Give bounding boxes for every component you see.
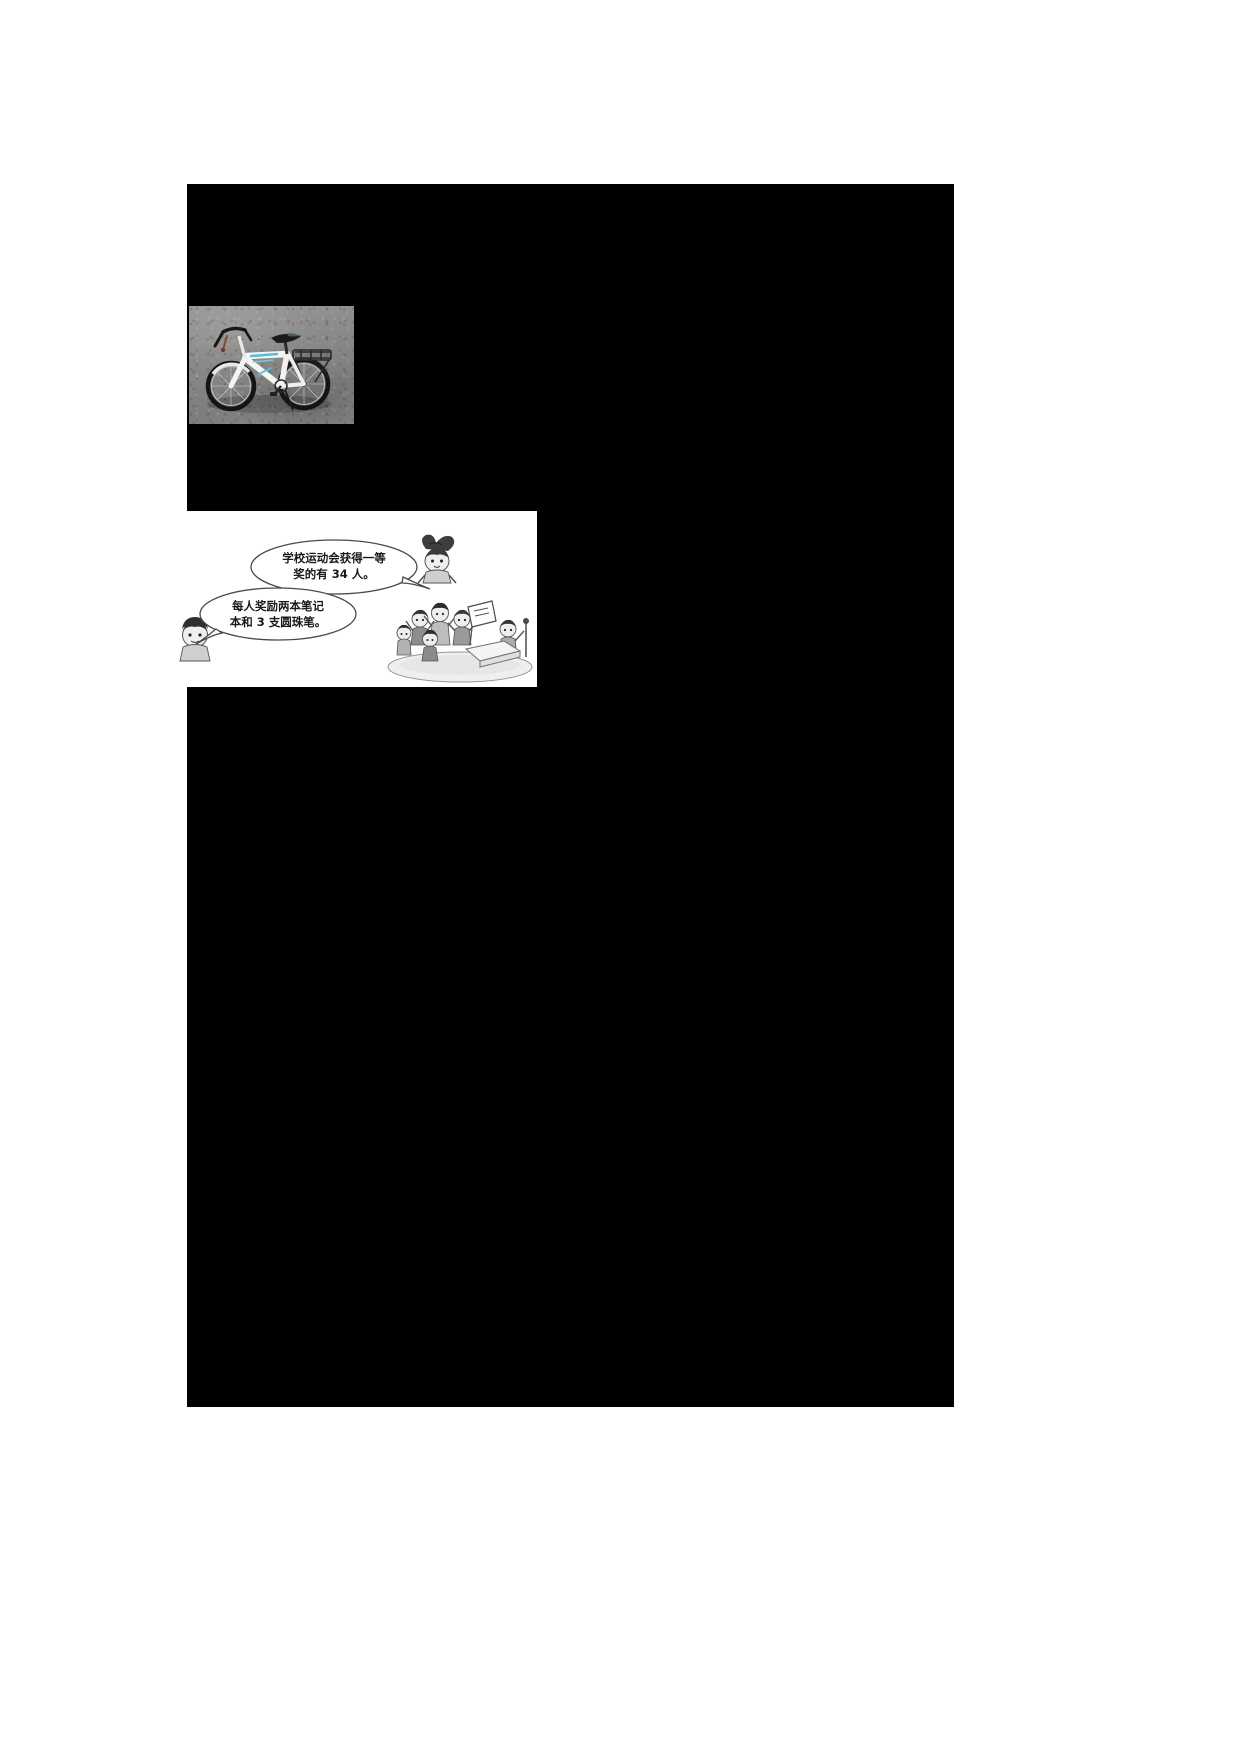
student-bubble-line-1: 每人奖励两本笔记	[232, 599, 324, 613]
rear-rack	[292, 349, 332, 383]
sports-meeting-illustration: 学校运动会获得一等 奖的有 34 人。 每人奖励两本笔记 本和 3 支圆珠笔。	[168, 511, 537, 687]
teacher-figure	[417, 534, 457, 584]
banner-sign	[467, 600, 497, 646]
redacted-block-lower-text	[187, 687, 954, 1407]
student-bubble-line-2: 本和 3 支圆珠笔。	[230, 615, 327, 629]
redacted-block-right-of-illustration	[537, 511, 954, 687]
illustration-canvas: 学校运动会获得一等 奖的有 34 人。 每人奖励两本笔记 本和 3 支圆珠笔。	[168, 511, 537, 687]
saddle	[271, 332, 301, 355]
redacted-block-upper-left-column	[187, 418, 191, 511]
flag-pole	[523, 618, 529, 657]
speech-bubble-student: 每人奖励两本笔记 本和 3 支圆珠笔。	[195, 587, 357, 645]
bicycle-photo	[189, 306, 354, 424]
crankset	[270, 379, 288, 396]
teacher-bubble-line-1: 学校运动会获得一等	[282, 551, 386, 565]
podium-steps	[464, 640, 522, 668]
handlebar	[213, 326, 253, 359]
teacher-bubble-line-2: 奖的有 34 人。	[293, 567, 375, 581]
crowd-group	[387, 600, 533, 683]
speech-bubble-teacher: 学校运动会获得一等 奖的有 34 人。	[250, 539, 431, 595]
bicycle-illustration	[205, 326, 332, 413]
